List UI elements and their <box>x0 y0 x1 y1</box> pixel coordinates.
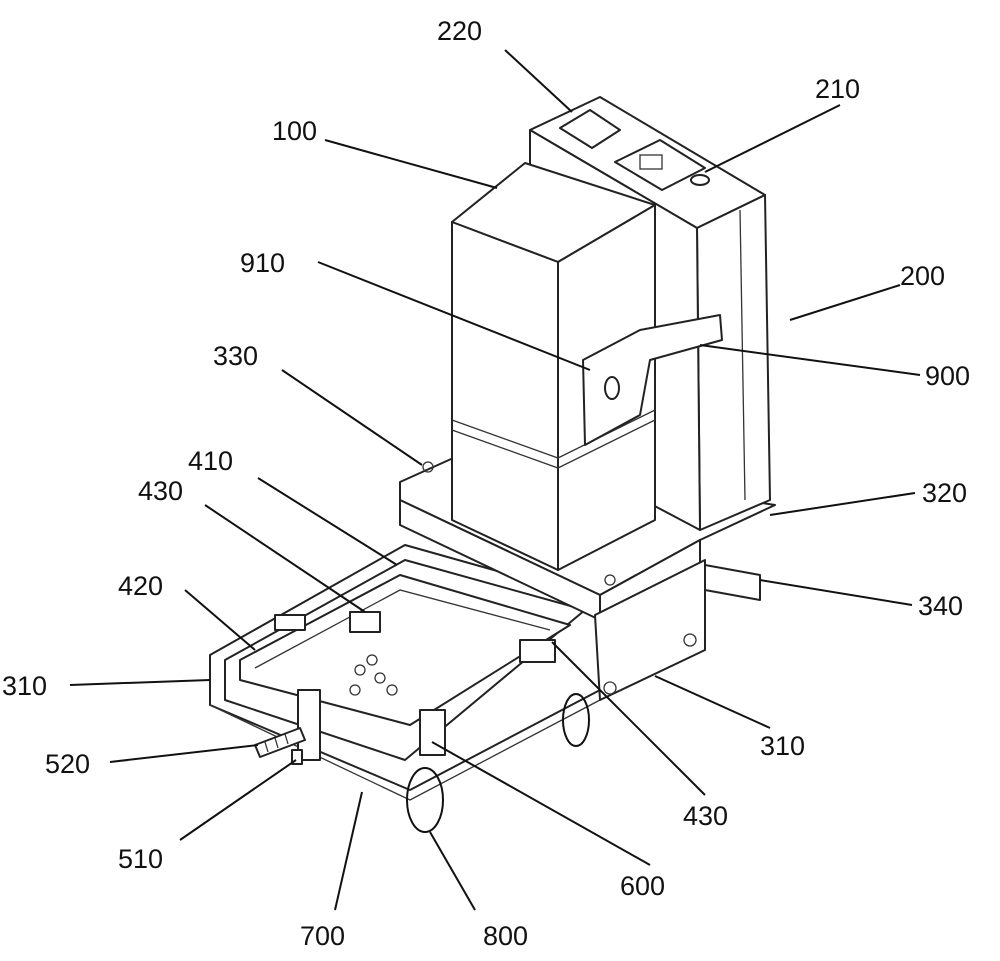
label-220: 220 <box>437 16 482 46</box>
label-800: 800 <box>483 921 528 951</box>
label-330: 330 <box>213 341 258 371</box>
label-510: 510 <box>118 844 163 874</box>
label-520: 520 <box>45 749 90 779</box>
label-410: 410 <box>188 446 233 476</box>
label-430-lower: 430 <box>683 801 728 831</box>
label-900: 900 <box>925 361 970 391</box>
label-210: 210 <box>815 74 860 104</box>
label-200: 200 <box>900 261 945 291</box>
label-340: 340 <box>918 591 963 621</box>
label-430-upper: 430 <box>138 476 183 506</box>
label-310-left: 310 <box>2 671 47 701</box>
label-320: 320 <box>922 478 967 508</box>
label-100: 100 <box>272 116 317 146</box>
label-310-right: 310 <box>760 731 805 761</box>
label-600: 600 <box>620 871 665 901</box>
label-910: 910 <box>240 248 285 278</box>
label-420: 420 <box>118 571 163 601</box>
label-700: 700 <box>300 921 345 951</box>
